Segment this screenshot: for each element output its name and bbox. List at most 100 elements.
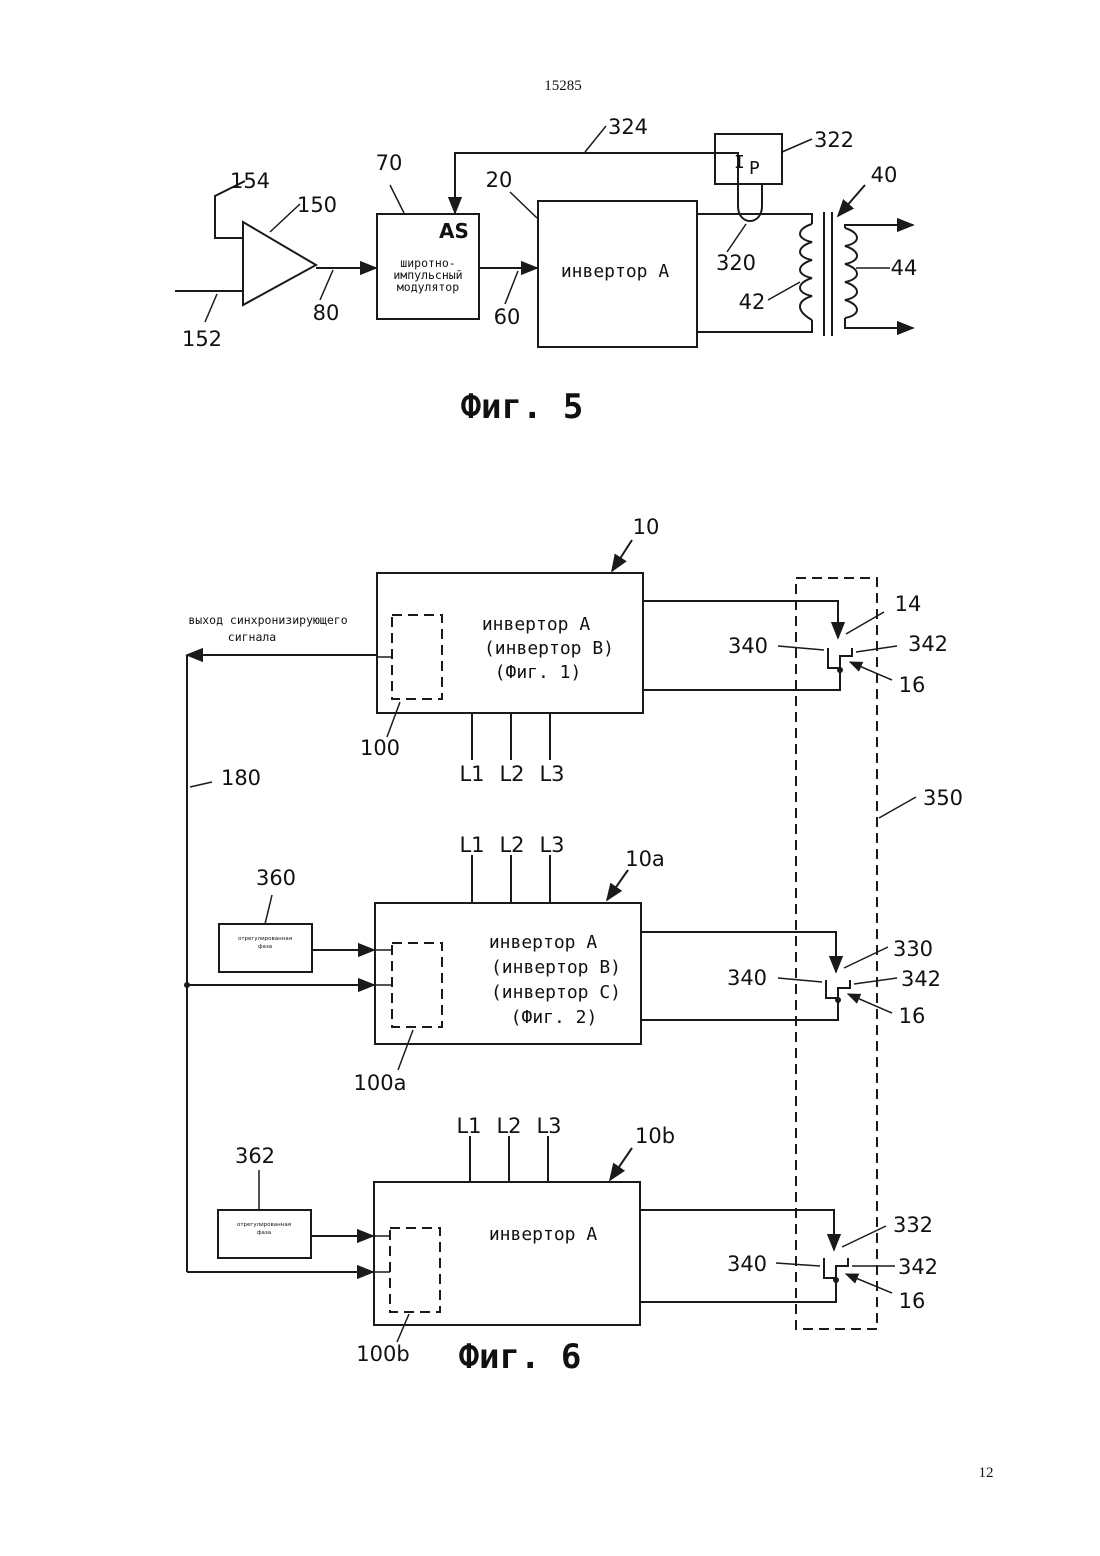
figure-6: выход синхронизирующего сигнала 180 инве… <box>184 515 963 1377</box>
ref-340-1: 340 <box>728 634 768 658</box>
ref-100b: 100b <box>356 1342 409 1366</box>
document-number: 15285 <box>544 78 582 94</box>
primary-winding-42 <box>800 224 812 320</box>
inv2-line-3: (инвертор С) <box>491 982 621 1003</box>
ref-16-1: 16 <box>899 673 926 697</box>
leader-100 <box>387 702 400 737</box>
sync-block-100b <box>390 1228 440 1312</box>
ref-180: 180 <box>221 766 261 790</box>
contactor-3-switch <box>824 1258 848 1278</box>
leader-70 <box>390 185 404 213</box>
leader-340-1 <box>778 646 824 650</box>
ref-360: 360 <box>256 866 296 890</box>
ref-80: 80 <box>313 301 340 325</box>
ref-44: 44 <box>891 256 918 280</box>
ref-342-2: 342 <box>901 967 941 991</box>
contactor-3-top-line <box>640 1210 834 1250</box>
sync-block-100 <box>392 615 442 699</box>
leader-100a <box>398 1030 413 1070</box>
ref-154: 154 <box>230 169 270 193</box>
ref-340-3: 340 <box>727 1252 767 1276</box>
inv3-phase-l1: L1 <box>456 1114 481 1138</box>
phase-box-1-line-2: фаза <box>258 944 272 950</box>
ref-10b: 10b <box>635 1124 675 1148</box>
ref-150: 150 <box>297 193 337 217</box>
inverter-box-10b <box>374 1182 640 1325</box>
leader-322 <box>782 139 812 152</box>
leader-16-1 <box>850 662 892 680</box>
leader-60 <box>505 271 518 304</box>
sync-output-line-1: выход синхронизирующего <box>188 613 347 627</box>
ref-330: 330 <box>893 937 933 961</box>
inv1-line-2: (инвертор В) <box>484 638 614 659</box>
sync-block-100a <box>392 943 442 1027</box>
inv2-line-2: (инвертор В) <box>491 957 621 978</box>
ref-350: 350 <box>923 786 963 810</box>
ref-342-1: 342 <box>908 632 948 656</box>
contactor-2-switch <box>826 980 850 998</box>
contactor-3-bottom-line <box>640 1282 836 1302</box>
ref-16-2: 16 <box>899 1004 926 1028</box>
contactor-2-bottom-line <box>641 1002 838 1020</box>
inv3-phase-l2: L2 <box>496 1114 521 1138</box>
inv3-phase-l3: L3 <box>536 1114 561 1138</box>
leader-16-2 <box>848 994 892 1013</box>
leader-330 <box>844 947 888 968</box>
inv1-phase-l2: L2 <box>499 762 524 786</box>
ref-324: 324 <box>608 115 648 139</box>
ref-70: 70 <box>376 151 403 175</box>
contactor-1-switch <box>828 648 852 668</box>
leader-10 <box>612 540 632 571</box>
ref-322: 322 <box>814 128 854 152</box>
current-sensor-i: I <box>734 152 745 173</box>
leader-10a <box>607 870 628 900</box>
leader-10b <box>610 1148 632 1180</box>
inv2-phase-l2: L2 <box>499 833 524 857</box>
page-number: 12 <box>979 1465 994 1481</box>
ref-16-3: 16 <box>899 1289 926 1313</box>
inv1-phase-l1: L1 <box>459 762 484 786</box>
inv2-phase-l1: L1 <box>459 833 484 857</box>
ref-14: 14 <box>895 592 922 616</box>
ref-342-3: 342 <box>898 1255 938 1279</box>
leader-20 <box>510 192 537 218</box>
ref-100a: 100a <box>354 1071 407 1095</box>
leader-360 <box>265 895 272 924</box>
inv1-line-3: (Фиг. 1) <box>495 662 582 683</box>
output-arrow-bottom <box>845 318 913 328</box>
ref-10: 10 <box>633 515 660 539</box>
output-arrow-top <box>845 225 913 228</box>
leader-320 <box>727 224 746 252</box>
leader-342-2 <box>854 978 897 984</box>
amplifier-150 <box>243 222 316 305</box>
contactor-1-bottom-line <box>643 672 840 690</box>
secondary-winding-44 <box>845 228 857 318</box>
ref-340-2: 340 <box>727 966 767 990</box>
leader-80 <box>320 270 333 300</box>
ref-362: 362 <box>235 1144 275 1168</box>
inverter-a-label: инвертор А <box>561 261 670 282</box>
phase-box-2-line-1: отрегулированная <box>237 1222 291 1228</box>
phase-box-1-line-1: отрегулированная <box>238 936 292 942</box>
ref-332: 332 <box>893 1213 933 1237</box>
sensor-loop-320 <box>738 184 762 221</box>
leader-14 <box>846 612 884 634</box>
ref-60: 60 <box>494 305 521 329</box>
leader-40 <box>838 185 865 216</box>
current-sensor-p: P <box>749 158 760 179</box>
modulator-line-3: модулятор <box>397 280 459 294</box>
phase-box-2-line-2: фаза <box>257 1230 271 1236</box>
leader-42 <box>768 282 800 300</box>
leader-340-3 <box>776 1263 820 1266</box>
leader-350 <box>879 797 916 818</box>
inv1-line-1: инвертор А <box>482 614 591 635</box>
leader-340-2 <box>778 978 822 982</box>
figure-5-caption: Фиг. 5 <box>461 387 584 427</box>
inv3-line-1: инвертор А <box>489 1224 598 1245</box>
leader-324 <box>585 126 606 152</box>
leader-152 <box>205 294 217 322</box>
inv2-line-1: инвертор А <box>489 932 598 953</box>
ref-40: 40 <box>871 163 898 187</box>
ref-10a: 10a <box>625 847 665 871</box>
